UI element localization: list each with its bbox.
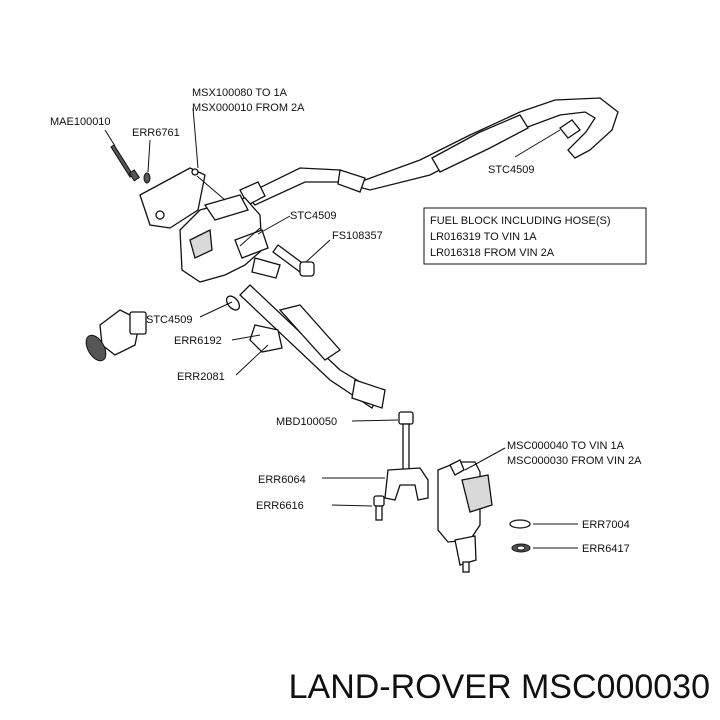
label-msx100080: MSX100080 TO 1A bbox=[192, 87, 288, 99]
bracket bbox=[139, 167, 206, 229]
label-stc4509-top: STC4509 bbox=[488, 164, 534, 176]
label-msc000040: MSC000040 TO VIN 1A bbox=[507, 440, 625, 452]
label-err6192: ERR6192 bbox=[174, 335, 222, 347]
injector bbox=[437, 459, 493, 573]
stud-err6616 bbox=[373, 495, 385, 521]
label-mae100010: MAE100010 bbox=[50, 116, 111, 128]
label-msx000010: MSX000010 FROM 2A bbox=[192, 102, 305, 114]
label-err2081: ERR2081 bbox=[177, 371, 225, 383]
fuel-block-info-box: FUEL BLOCK INCLUDING HOSE(S) LR016319 TO… bbox=[423, 207, 647, 265]
bolt-fs108357 bbox=[272, 244, 315, 277]
label-err6761: ERR6761 bbox=[132, 127, 180, 139]
washer-err6761 bbox=[143, 172, 151, 184]
o-ring bbox=[225, 295, 241, 311]
footer-title: LAND-ROVER MSC000030 bbox=[289, 668, 710, 706]
union-stc4509 bbox=[234, 229, 281, 279]
bolt-mbd100050 bbox=[398, 411, 414, 473]
label-stc4509-left: STC4509 bbox=[146, 314, 192, 326]
leader-lines bbox=[104, 107, 578, 549]
injector-pipe bbox=[239, 284, 386, 409]
label-err6064: ERR6064 bbox=[258, 474, 306, 486]
label-stc4509-mid: STC4509 bbox=[290, 210, 336, 222]
label-msc000030: MSC000030 FROM VIN 2A bbox=[507, 455, 642, 467]
label-fs108357: FS108357 bbox=[332, 230, 383, 242]
fitting-err6192 bbox=[249, 324, 283, 353]
fuel-block-box-line1: FUEL BLOCK INCLUDING HOSE(S) bbox=[430, 215, 611, 227]
fuel-block-box-line3: LR016318 FROM VIN 2A bbox=[430, 247, 555, 259]
bolt-mae100010 bbox=[110, 144, 140, 182]
washer-err6417 bbox=[511, 543, 531, 553]
fuel-block-box-line2: LR016319 TO VIN 1A bbox=[430, 231, 537, 243]
fuel-hose bbox=[239, 97, 619, 206]
pressure-valve bbox=[85, 309, 147, 362]
label-err6616: ERR6616 bbox=[256, 500, 304, 512]
label-err7004: ERR7004 bbox=[582, 519, 630, 531]
label-mbd100050: MBD100050 bbox=[276, 416, 337, 428]
fuel-block bbox=[179, 194, 263, 283]
label-err6417: ERR6417 bbox=[582, 543, 630, 555]
clamp-err6064 bbox=[384, 467, 429, 501]
seal-err7004 bbox=[509, 519, 531, 529]
